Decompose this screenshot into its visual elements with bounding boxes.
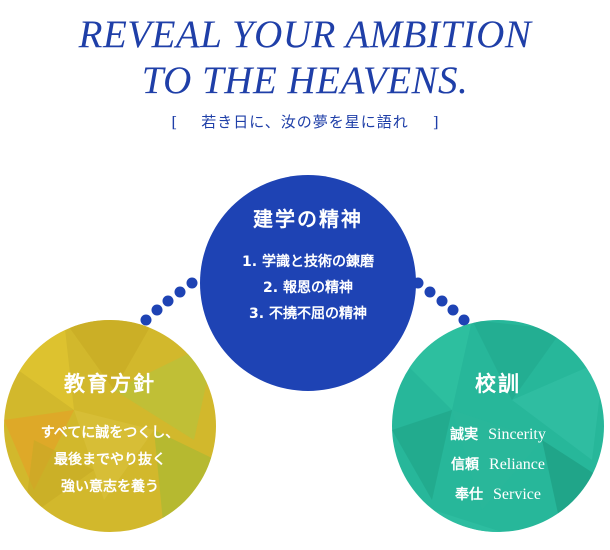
- triangle-pattern: [392, 320, 604, 532]
- motto-row: 誠実 Sincerity: [392, 420, 604, 450]
- motto-row: 奉仕 Service: [392, 480, 604, 510]
- motto-en: Sincerity: [488, 426, 546, 443]
- founding-spirit-title: 建学の精神: [253, 207, 363, 231]
- founding-spirit-item: 2. 報恩の精神: [263, 280, 353, 296]
- founding-spirit-item: 3. 不撓不屈の精神: [249, 306, 367, 322]
- motto-jp: 信頼: [451, 457, 480, 473]
- subtitle-text: 若き日に、汝の夢を星に語れ: [201, 113, 409, 131]
- connector-right: [412, 277, 470, 326]
- headline-line-1: REVEAL YOUR AMBITION: [78, 13, 532, 56]
- triangle-pattern: [4, 320, 216, 532]
- motto-row: 信頼 Reliance: [392, 450, 604, 480]
- founding-spirit-circle: 建学の精神 1. 学識と技術の錬磨 2. 報恩の精神 3. 不撓不屈の精神: [200, 175, 416, 391]
- education-policy-line: すべてに誠をつくし、: [40, 425, 180, 441]
- motto-list: 誠実 Sincerity 信頼 Reliance 奉仕 Service: [392, 420, 604, 510]
- connector-left: [140, 277, 198, 326]
- motto-circle: 校訓 誠実 Sincerity 信頼 Reliance 奉仕 Service: [392, 320, 604, 532]
- motto-jp: 誠実: [450, 427, 479, 443]
- subtitle: [ 若き日に、汝の夢を星に語れ]: [0, 112, 610, 132]
- education-policy-circle: 教育方針 すべてに誠をつくし、 最後までやり抜く 強い意志を養う: [4, 320, 216, 532]
- subtitle-close-bracket: ]: [432, 113, 439, 131]
- education-policy-title: 教育方針: [64, 372, 156, 396]
- subtitle-open-bracket: [: [171, 113, 178, 131]
- headline-line-2: TO THE HEAVENS.: [141, 59, 469, 102]
- motto-en: Service: [493, 486, 541, 503]
- motto-title: 校訓: [475, 372, 521, 396]
- education-policy-line: 最後までやり抜く: [54, 452, 166, 468]
- motto-en: Reliance: [489, 456, 545, 473]
- founding-spirit-list: 1. 学識と技術の錬磨 2. 報恩の精神 3. 不撓不屈の精神: [200, 249, 416, 327]
- founding-spirit-item: 1. 学識と技術の錬磨: [242, 254, 374, 270]
- motto-jp: 奉仕: [455, 487, 483, 503]
- education-policy-line: 強い意志を養う: [61, 479, 159, 495]
- education-policy-text: すべてに誠をつくし、 最後までやり抜く 強い意志を養う: [4, 420, 216, 501]
